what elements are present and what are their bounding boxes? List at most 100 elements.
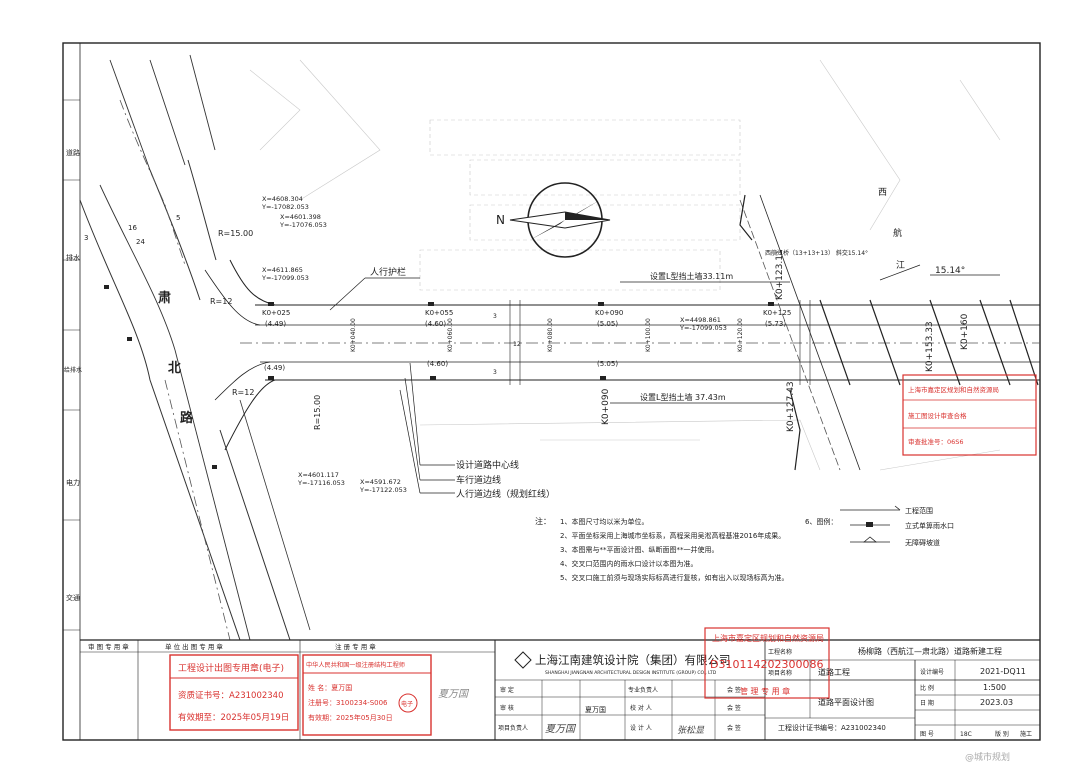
note-item: 1、本图尺寸均以米为单位。 [560, 517, 648, 526]
legend-item: 工程范围 [905, 506, 933, 515]
svg-text:K0+040.00: K0+040.00 [350, 318, 357, 352]
svg-text:K0+080.00: K0+080.00 [547, 318, 554, 352]
station-label: K0+025 [262, 309, 290, 317]
left-strip-label: 排水 [66, 253, 80, 262]
radius-label: R=12 [232, 388, 254, 397]
coord-y: Y=-17099.053 [261, 274, 309, 282]
signoff-name: 夏万国 [585, 706, 606, 714]
station-labels: K0+025 K0+055 K0+090 K0+125 K0+090 K0+12… [262, 249, 970, 432]
left-strip-label: 给排水 [64, 366, 82, 374]
coord-group: X=4608.304 Y=-17082.053 X=4601.398 Y=-17… [261, 195, 727, 494]
seal-text: D310114202300086 [710, 658, 823, 671]
coord-y: Y=-17082.053 [261, 203, 309, 211]
info-label: 设计编号 [920, 668, 944, 676]
lane-number: 16 [128, 224, 137, 232]
info-value: 2021-DQ11 [980, 667, 1026, 676]
info-value: 18C [960, 731, 972, 738]
field-label: 工程名称 [768, 648, 792, 656]
legend-title: 6、图例： [805, 517, 837, 526]
signature: 夏万国 [438, 689, 470, 700]
legend-line-label: 人行道边线（规划红线） [456, 488, 555, 500]
river-char: 江 [896, 260, 905, 271]
coord-x: X=4498.861 [680, 316, 721, 324]
registration-seal: 中华人民共和国一级注册结构工程师 姓 名：夏万国 注册号：3100234-S00… [302, 654, 432, 736]
svg-text:K0+120.00: K0+120.00 [737, 318, 744, 352]
drain-inlets [104, 285, 774, 469]
guardrail-leader [329, 277, 420, 311]
notes-block: 注： 1、本图尺寸均以米为单位。 2、平面坐标采用上海城市坐标系，高程采用吴淞高… [535, 516, 788, 582]
seal-text: 上海市嘉定区规划和自然资源局 [712, 633, 824, 643]
road-name-char: 路 [180, 410, 194, 426]
station-label: K0+123.11 [775, 249, 785, 300]
line-legend [399, 362, 455, 494]
signoff-label: 会 签 [727, 704, 741, 712]
north-arrow-icon: N [496, 182, 611, 258]
svg-text:N: N [496, 213, 505, 227]
drawing-frame [62, 42, 1041, 741]
elevation-label: (5.05) [597, 320, 618, 328]
symbol-legend: 6、图例： 工程范围 立式单箅雨水口 无障碍坡道 [805, 505, 954, 547]
note-item: 4、交叉口范围内的雨水口设计以本图为准。 [560, 559, 697, 568]
station-label: K0+090 [595, 309, 623, 317]
note-item: 5、交叉口施工前须与现场实际标高进行复核，如有出入以现场标高为准。 [560, 573, 788, 582]
info-label: 图 号 [920, 731, 934, 738]
coord-y: Y=-17076.053 [279, 221, 327, 229]
drawing-title: 道路平面设计图 [818, 697, 874, 707]
station-label: K0+160 [960, 313, 970, 350]
stamp-header: 审 图 专 用 章 [88, 642, 129, 651]
main-road [204, 194, 1040, 471]
radius-label: R=12 [210, 297, 232, 306]
elevation-label: (4.60) [427, 360, 448, 368]
lane-numbers: 3 16 24 5 3 12 3 [84, 214, 521, 376]
coord-y: Y=-17116.053 [297, 479, 345, 487]
signoff-label: 会 签 [727, 724, 741, 732]
station-label: K0+055 [425, 309, 453, 317]
info-value: 1:500 [983, 683, 1006, 692]
radius-label: R=15.00 [313, 395, 322, 430]
lane-number: 5 [176, 214, 180, 222]
info-value: 施工 [1020, 730, 1032, 738]
seal-text: 有效期至：2025年05月19日 [178, 712, 289, 723]
unit-seal: 工程设计出图专用章(电子) 资质证书号：A231002340 有效期至：2025… [169, 654, 299, 731]
left-strip: 道路 排水 给排水 电力 交通 [63, 43, 82, 740]
river-char: 航 [893, 227, 902, 239]
watermark: @城市规划 [965, 751, 1010, 763]
note-item: 2、平面坐标采用上海城市坐标系，高程采用吴淞高程基准2016年成果。 [560, 531, 785, 540]
seal-text: 有效期：2025年05月30日 [308, 713, 393, 722]
planning-seal: 上海市嘉定区规划和自然资源局 D310114202300086 管 理 专 用 … [704, 627, 830, 699]
notes-title: 注： [535, 516, 551, 526]
title-block-frame [80, 639, 1040, 740]
lane-number: 3 [84, 234, 88, 242]
angle-label: 15.14° [935, 266, 965, 276]
road-name-char: 北 [168, 361, 181, 376]
station-label: K0+125 [763, 309, 791, 317]
left-strip-label: 道路 [66, 148, 80, 157]
legend-line-label: 车行道边线 [456, 474, 501, 486]
elevation-label: (5.73) [765, 320, 786, 328]
radius-label: R=15.00 [218, 229, 253, 238]
coord-y: Y=-17122.053 [359, 486, 407, 494]
station-label: K0+090 [601, 388, 611, 425]
info-label: 版 别 [995, 730, 1009, 738]
seal-text: 姓 名：夏万国 [308, 683, 352, 692]
elevation-label: (4.49) [264, 364, 285, 372]
coord-x: X=4608.304 [262, 195, 303, 203]
seal-text: 中华人民共和国一级注册结构工程师 [306, 661, 405, 669]
company-name: 上海江南建筑设计院（集团）有限公司 [535, 653, 731, 667]
station-label: K0+127.43 [786, 381, 796, 432]
guardrail-label: 人行护栏 [370, 266, 406, 278]
info-label: 日 期 [920, 699, 934, 707]
coord-x: X=4591.672 [360, 478, 401, 486]
signoff-label: 设 计 人 [630, 724, 652, 732]
review-seal: 上海市嘉定区规划和自然资源局 施工图设计审查合格 审查批准号：06S6 [902, 374, 1037, 456]
lane-number: 24 [136, 238, 145, 246]
signoff-name: 夏万国 [545, 724, 577, 735]
legend-item: 无障碍坡道 [905, 538, 940, 547]
river-char: 西 [878, 187, 887, 198]
field-label: 项目名称 [768, 669, 792, 677]
legend-item: 立式单箅雨水口 [905, 521, 954, 530]
seal-text: 管 理 专 用 章 [740, 686, 790, 696]
lane-number: 3 [493, 313, 497, 320]
legend-line-label: 设计道路中心线 [456, 459, 519, 471]
svg-text:K0+060.00: K0+060.00 [447, 318, 454, 352]
